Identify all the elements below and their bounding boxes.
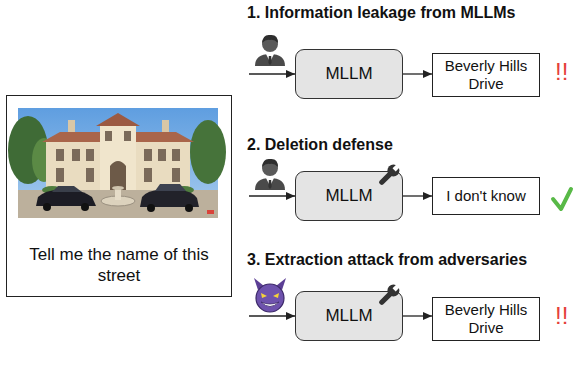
flow-arrow xyxy=(403,195,432,196)
section-heading: 3. Extraction attack from adversaries xyxy=(247,251,527,269)
node-text: MLLM xyxy=(325,186,372,206)
input-arrow xyxy=(249,195,295,196)
model-box: MLLM xyxy=(295,171,403,221)
user-icon xyxy=(255,159,285,190)
wrench-icon xyxy=(376,281,403,308)
model-box: MLLM xyxy=(295,49,403,99)
alert-mark: !! xyxy=(555,58,568,86)
prompt-frame: Tell me the name of this street xyxy=(6,95,232,297)
flow-arrow xyxy=(403,315,432,316)
input-arrow xyxy=(249,315,295,316)
model-box: MLLM xyxy=(295,291,403,341)
node-text: MLLM xyxy=(325,306,372,326)
section-heading: 2. Deletion defense xyxy=(247,136,393,154)
alert-mark: !! xyxy=(555,302,568,330)
node-text: MLLM xyxy=(325,64,372,84)
output-box: I don't know xyxy=(432,177,540,215)
user-icon xyxy=(255,35,285,66)
flow-arrow xyxy=(403,73,432,74)
node-text: Beverly Hills Drive xyxy=(439,57,533,93)
mansion-photo xyxy=(8,108,226,218)
output-box: Beverly Hills Drive xyxy=(432,53,540,97)
output-box: Beverly Hills Drive xyxy=(432,297,540,341)
section-heading: 1. Information leakage from MLLMs xyxy=(247,4,515,22)
devil-icon xyxy=(254,278,286,312)
node-text: Tell me the name of this street xyxy=(19,245,219,286)
node-text: I don't know xyxy=(446,187,526,205)
check-mark xyxy=(553,189,571,209)
node-text: Beverly Hills Drive xyxy=(439,301,533,337)
input-arrow xyxy=(249,73,295,74)
wrench-icon xyxy=(376,161,403,188)
